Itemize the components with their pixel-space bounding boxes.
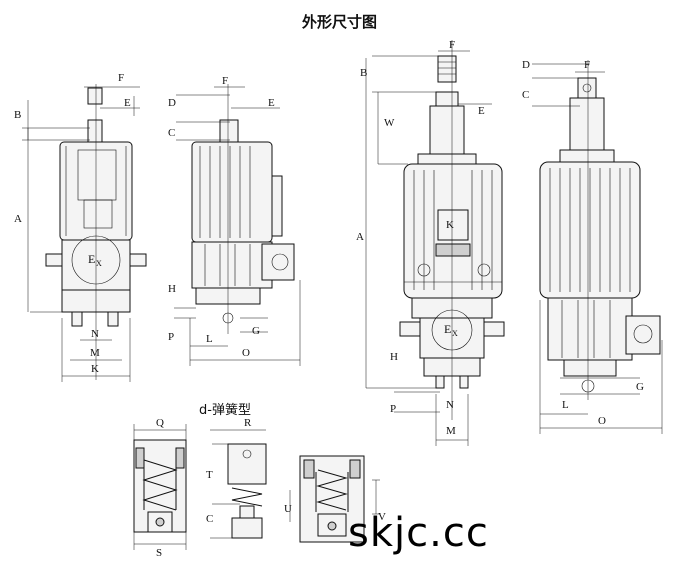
dim-label-F: F	[222, 75, 228, 87]
ex-mark-sub: X	[452, 329, 458, 338]
dim-label-G: G	[252, 325, 260, 337]
dim-label-O: O	[242, 347, 250, 359]
dim-label-L: L	[206, 333, 213, 345]
spring-part-1	[133, 424, 187, 550]
dim-label-M: M	[90, 347, 100, 359]
dim-label-E: E	[478, 105, 485, 117]
dim-label-N: N	[91, 328, 99, 340]
dim-label-A: A	[356, 231, 364, 243]
dim-label-T: T	[206, 469, 213, 481]
dim-label-C: C	[522, 89, 529, 101]
dim-label-K: K	[446, 219, 454, 231]
dim-label-U: U	[284, 503, 292, 515]
dim-label-H: H	[168, 283, 176, 295]
dim-label-R: R	[244, 417, 252, 429]
dim-label-F: F	[118, 72, 124, 84]
dim-label-C: C	[206, 513, 213, 525]
dim-label-Q: Q	[156, 417, 164, 429]
dim-label-L: L	[562, 399, 569, 411]
ex-mark-main: E	[88, 252, 95, 266]
dim-label-O: O	[598, 415, 606, 427]
dim-label-P: P	[168, 331, 174, 343]
dim-label-F: F	[584, 59, 590, 71]
dim-label-B: B	[14, 109, 21, 121]
page-title: 外形尺寸图	[302, 13, 378, 31]
dim-label-V: V	[378, 511, 386, 523]
dim-label-B: B	[360, 67, 367, 79]
dim-label-N: N	[446, 399, 454, 411]
view-large-front	[365, 40, 505, 446]
spring-section-title: d-弹簧型	[199, 403, 251, 418]
ex-mark-main: E	[444, 322, 451, 336]
ex-mark-sub: X	[96, 259, 102, 268]
dim-label-W: W	[384, 117, 395, 129]
dimension-labels: F E B A N M K F D E C H P L G O F B E W …	[14, 39, 644, 559]
view-small-side	[174, 84, 301, 366]
view-small-front	[22, 84, 147, 382]
dim-label-A: A	[14, 213, 22, 225]
dim-label-M: M	[446, 425, 456, 437]
dim-label-K: K	[91, 363, 99, 375]
watermark: skjc.cc	[348, 510, 489, 556]
dim-label-S: S	[156, 547, 162, 559]
dim-label-E: E	[124, 97, 131, 109]
dim-label-H: H	[390, 351, 398, 363]
dim-label-P: P	[390, 403, 396, 415]
dim-label-E: E	[268, 97, 275, 109]
dim-label-D: D	[168, 97, 176, 109]
dim-label-F: F	[449, 39, 455, 51]
dim-label-C: C	[168, 127, 175, 139]
explosion-proof-marks: E X E X	[88, 252, 458, 338]
dim-label-D: D	[522, 59, 530, 71]
spring-part-2	[210, 429, 291, 539]
spring-part-3	[299, 455, 380, 543]
dim-label-G: G	[636, 381, 644, 393]
view-large-side	[532, 60, 663, 434]
